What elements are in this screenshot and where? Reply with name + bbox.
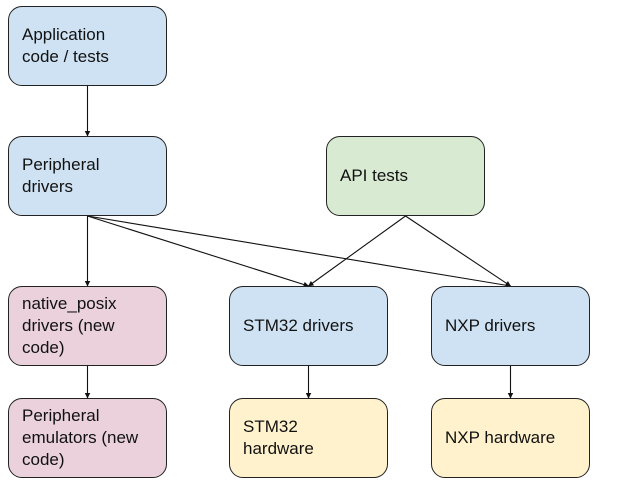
- node-label: Peripheral emulators (new code): [22, 406, 139, 469]
- node-peripheral-emulators: Peripheral emulators (new code): [8, 398, 167, 478]
- node-nxp-drivers: NXP drivers: [431, 286, 590, 366]
- node-stm32-drivers: STM32 drivers: [229, 286, 388, 366]
- node-application-code-tests: Application code / tests: [8, 6, 167, 86]
- edge-periph-to-nxpdrv: [87, 215, 512, 288]
- node-label: API tests: [340, 166, 409, 185]
- node-native-posix-drivers: native_posix drivers (new code): [8, 286, 167, 366]
- node-peripheral-drivers: Peripheral drivers: [8, 136, 167, 216]
- node-label: NXP drivers: [445, 316, 536, 335]
- node-label: STM32 drivers: [243, 316, 354, 335]
- edge-api-to-stm32drv: [308, 215, 406, 287]
- node-label: Application code / tests: [22, 25, 109, 66]
- node-stm32-hardware: STM32 hardware: [229, 398, 388, 478]
- edge-api-to-nxpdrv: [405, 215, 511, 287]
- node-nxp-hardware: NXP hardware: [431, 398, 590, 478]
- node-label: STM32 hardware: [243, 417, 314, 458]
- node-api-tests: API tests: [326, 136, 485, 216]
- edge-periph-to-stm32drv: [87, 215, 310, 288]
- node-label: Peripheral drivers: [22, 155, 100, 196]
- node-label: native_posix drivers (new code): [22, 294, 117, 357]
- node-label: NXP hardware: [445, 428, 556, 447]
